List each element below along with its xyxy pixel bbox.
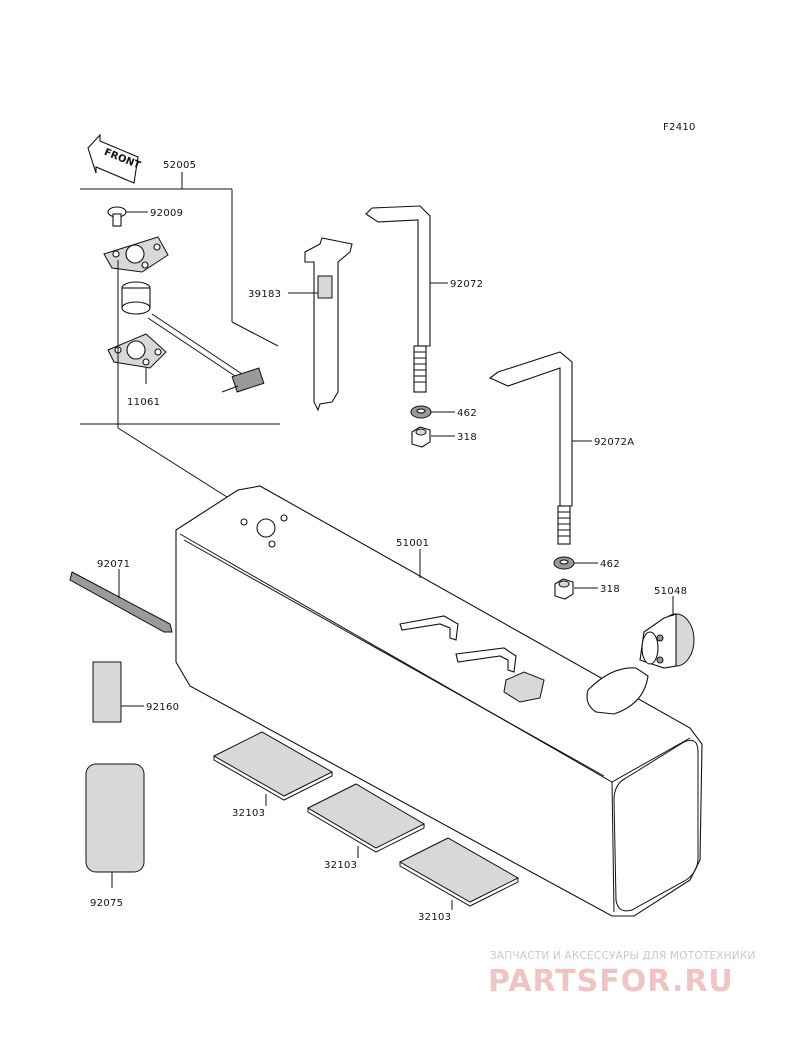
label-92072A: 92072A [594, 437, 634, 448]
label-92071: 92071 [97, 559, 130, 570]
fuel-cap-51048 [639, 613, 695, 669]
screw-92009 [107, 206, 148, 227]
label-51048: 51048 [654, 586, 687, 597]
watermark-logo: PARTSFOR.RU [488, 964, 734, 999]
figure-code: F2410 [663, 122, 696, 133]
bracket-39183 [304, 237, 353, 412]
fuel-tank-51001 [175, 485, 703, 917]
label-318-b: 318 [600, 584, 620, 595]
front-arrow-icon: FRONT [87, 133, 142, 184]
pad-32103-c [398, 837, 520, 907]
watermark-tagline: ЗАПЧАСТИ И АКСЕССУАРЫ ДЛЯ МОТОТЕХНИКИ [490, 950, 756, 962]
strap-92072A [488, 351, 573, 545]
label-51001: 51001 [396, 538, 429, 549]
pad-92160 [92, 661, 122, 723]
label-92009: 92009 [150, 208, 183, 219]
gasket-plate-top [103, 236, 169, 273]
label-32103-a: 32103 [232, 808, 265, 819]
label-11061: 11061 [127, 397, 160, 408]
label-39183: 39183 [248, 289, 281, 300]
gasket-plate-bottom [107, 333, 167, 369]
label-92160: 92160 [146, 702, 179, 713]
label-318-a: 318 [457, 432, 477, 443]
label-92075: 92075 [90, 898, 123, 909]
washer-462-a [410, 405, 432, 419]
strip-92071 [69, 571, 173, 633]
fuel-sender-unit [121, 281, 265, 393]
pad-32103-a [212, 731, 334, 801]
label-32103-b: 32103 [324, 860, 357, 871]
nut-318-a [411, 426, 431, 448]
pad-32103-b [306, 783, 426, 853]
washer-462-b [553, 556, 575, 570]
label-462-a: 462 [457, 408, 477, 419]
label-32103-c: 32103 [418, 912, 451, 923]
label-92072: 92072 [450, 279, 483, 290]
nut-318-b [554, 578, 574, 600]
label-52005: 52005 [163, 160, 196, 171]
label-462-b: 462 [600, 559, 620, 570]
strap-92072 [365, 205, 431, 393]
pad-92075 [85, 763, 145, 873]
assembly-bracket-52005 [80, 172, 280, 425]
